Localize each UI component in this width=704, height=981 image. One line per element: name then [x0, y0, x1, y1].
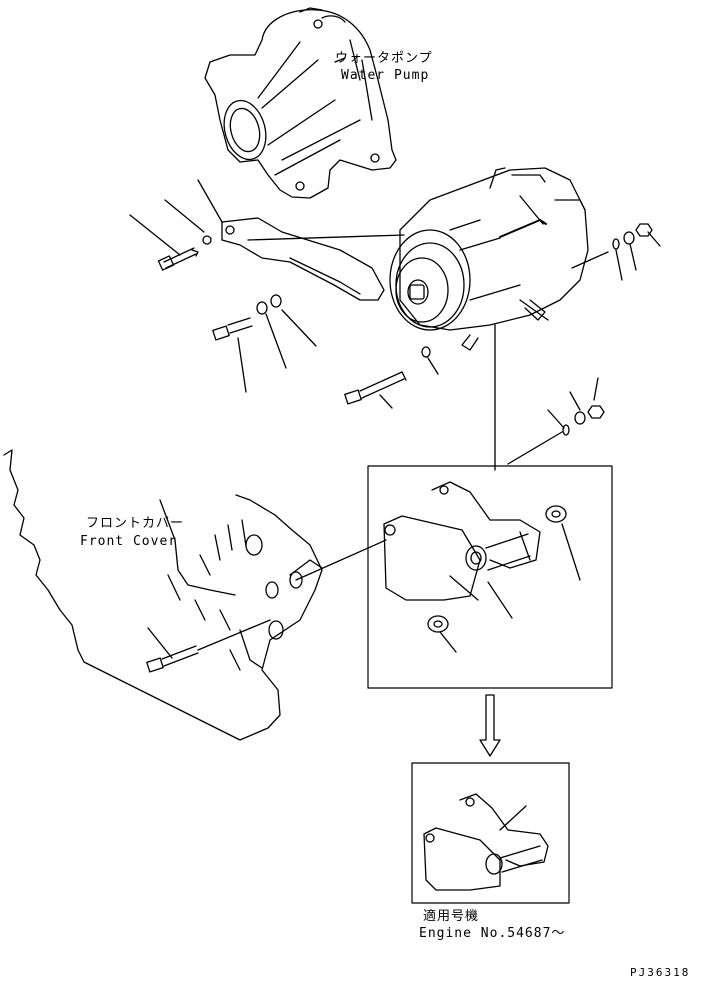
bolt-cover-leader — [147, 627, 173, 659]
bolt-cover-axis — [197, 619, 271, 651]
front-cover-label-ja: フロントカバー — [86, 516, 185, 531]
adjust-strap — [221, 217, 385, 301]
alt-right-line — [571, 251, 609, 269]
water-pump-label-ja: ウォータポンプ — [335, 51, 433, 66]
drawing-code: PJ36318 — [630, 966, 691, 979]
alternator-bracket — [383, 481, 541, 601]
bracket-detail-frame — [367, 465, 613, 689]
applicable-label-ja: 適用号機 — [423, 909, 480, 924]
alternator — [389, 167, 589, 351]
bolt-upper-left — [157, 247, 199, 271]
spacer-upper-hole — [551, 510, 561, 518]
bracket-leaders — [439, 523, 581, 653]
spacer-upper — [545, 505, 567, 523]
alt-end-hardware — [612, 223, 653, 250]
cover-link-line — [295, 539, 387, 581]
bracket-bolt-hardware — [562, 405, 605, 436]
bracket-link-line — [507, 431, 563, 465]
bolt-cover — [146, 645, 199, 673]
leader-lines — [129, 179, 661, 429]
water-pump-leader — [334, 57, 346, 63]
bolt-long — [344, 371, 407, 405]
spacer-lower — [427, 615, 449, 633]
bolt-mid-left — [212, 317, 253, 341]
later-bracket-frame — [411, 762, 570, 904]
spacer-lower-hole — [433, 620, 443, 628]
later-bracket — [423, 793, 549, 891]
water-pump-label-en: Water Pump — [341, 68, 430, 83]
front-cover — [3, 449, 323, 741]
strap-link-line — [247, 234, 405, 241]
washer-c — [270, 294, 282, 308]
washer-a — [202, 235, 212, 245]
front-cover-label-en: Front Cover — [80, 534, 178, 549]
washer-b — [256, 301, 268, 315]
washer-d — [421, 346, 431, 358]
applicable-label-en: Engine No.54687～ — [419, 926, 566, 941]
water-pump — [204, 7, 397, 199]
down-arrow-icon — [479, 694, 501, 757]
